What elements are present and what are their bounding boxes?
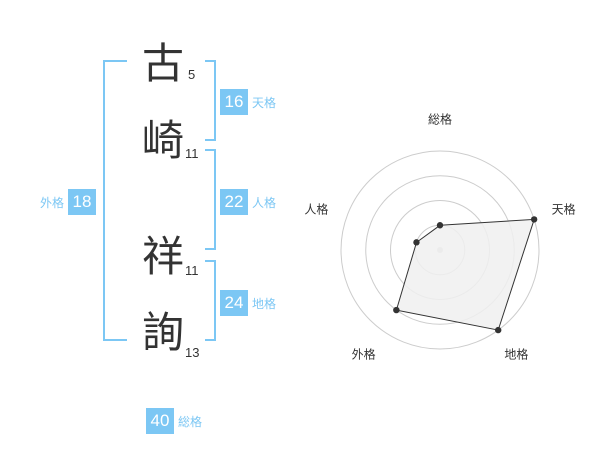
stroke-count-1: 5 xyxy=(188,67,196,82)
radar-ring-2 xyxy=(390,200,490,300)
radar-point-gaikaku xyxy=(393,306,400,314)
gaikaku-value: 18 xyxy=(68,189,97,215)
tenkaku-bracket xyxy=(205,60,216,141)
soukaku-badge: 40 総格 xyxy=(146,408,202,434)
radar-label-soukaku: 総格 xyxy=(428,112,452,127)
chikaku-badge: 24 地格 xyxy=(220,290,276,316)
gaikaku-bracket xyxy=(103,60,127,341)
name-character-3: 祥 xyxy=(142,232,185,281)
radar-grid xyxy=(340,150,540,350)
jinkaku-label: 人格 xyxy=(252,195,277,210)
radar-label-jinkaku: 人格 xyxy=(304,201,328,216)
tenkaku-label: 天格 xyxy=(252,95,277,110)
soukaku-label: 総格 xyxy=(178,414,203,429)
radar-point-tenkaku xyxy=(530,216,538,223)
radar-ring-1 xyxy=(414,224,466,276)
jinkaku-value: 22 xyxy=(220,189,248,215)
chikaku-label: 地格 xyxy=(252,296,277,311)
radar-center-dot xyxy=(437,247,443,253)
radar-point-chikaku xyxy=(494,326,502,334)
name-character-4: 詢 xyxy=(142,308,185,357)
radar-ring-4 xyxy=(340,150,540,350)
stroke-count-2: 11 xyxy=(185,146,199,161)
radar-polygon xyxy=(395,218,535,331)
radar-label-tenkaku: 天格 xyxy=(552,201,576,216)
radar-data-shape xyxy=(393,216,538,334)
radar-label-gaikaku: 外格 xyxy=(352,347,376,362)
radar-ring-3 xyxy=(365,175,515,325)
chikaku-value: 24 xyxy=(220,290,248,316)
gaikaku-label: 外格 xyxy=(40,195,65,210)
name-character-1: 古 xyxy=(142,39,185,88)
stroke-count-4: 13 xyxy=(185,345,200,360)
jinkaku-bracket xyxy=(205,149,216,250)
radar-point-jinkaku xyxy=(413,239,420,246)
stroke-count-3: 11 xyxy=(185,263,199,278)
radar-label-chikaku: 地格 xyxy=(504,347,528,362)
jinkaku-badge: 22 人格 xyxy=(220,189,276,215)
radar-point-soukaku xyxy=(436,222,444,229)
name-character-2: 崎 xyxy=(142,116,185,165)
gaikaku-badge: 外格 18 xyxy=(40,189,97,215)
chikaku-bracket xyxy=(205,260,216,341)
tenkaku-value: 16 xyxy=(220,89,248,115)
tenkaku-badge: 16 天格 xyxy=(220,89,276,115)
soukaku-value: 40 xyxy=(146,408,174,434)
